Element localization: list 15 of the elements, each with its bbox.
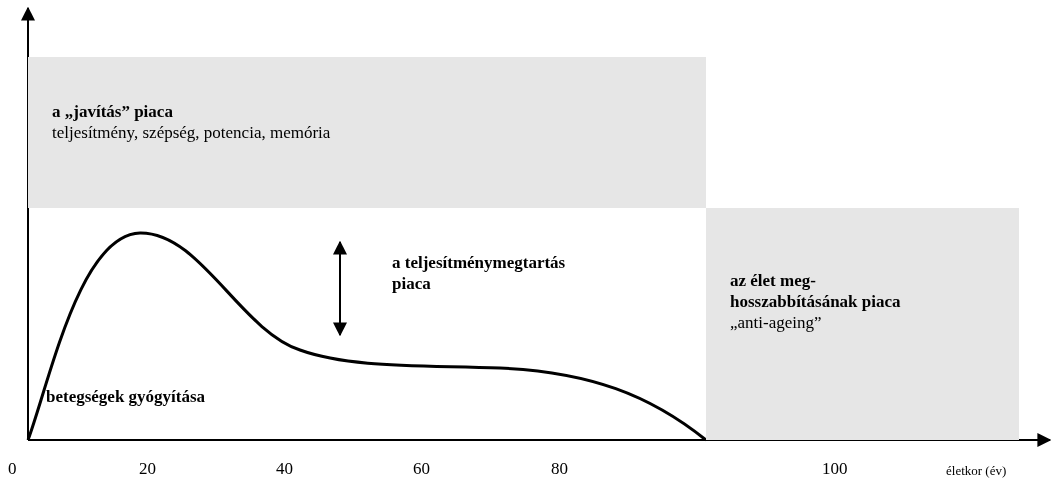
area-description: „anti-ageing”	[730, 312, 822, 333]
region-label: betegségek gyógyítása	[46, 386, 206, 407]
region-label: a teljesítménymegtartás piaca	[392, 252, 567, 294]
tick-label: 100	[822, 458, 848, 479]
tick-label: 0	[8, 458, 17, 479]
axis-title: életkor (év)	[946, 462, 1007, 480]
tick-label: 20	[139, 458, 156, 479]
tick-label: 80	[551, 458, 568, 479]
market-area	[706, 208, 1019, 440]
tick-label: 40	[276, 458, 293, 479]
market-area	[28, 57, 706, 208]
area-heading: a „javítás” piaca	[52, 101, 173, 122]
area-heading: az élet meg-hosszabbításának piaca	[730, 270, 902, 312]
tick-label: 60	[413, 458, 430, 479]
area-description: teljesítmény, szépség, potencia, memória	[52, 122, 331, 143]
